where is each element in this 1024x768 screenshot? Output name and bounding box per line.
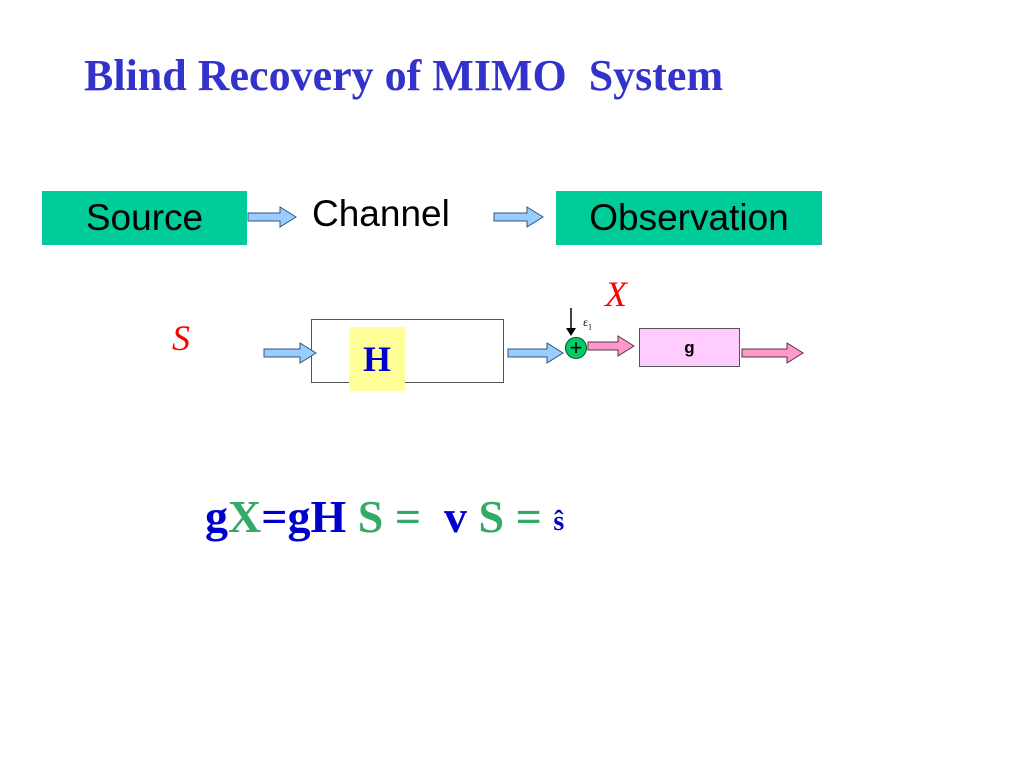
- noise-arrow-head: [566, 328, 576, 336]
- eq-equals-1: =: [261, 491, 288, 542]
- mixing-matrix-block: H: [349, 327, 405, 391]
- output-arrow: [741, 342, 804, 364]
- eq-g1: g: [205, 491, 228, 542]
- source-label: Source: [85, 197, 204, 238]
- input-arrow: [263, 342, 317, 364]
- sum-to-separator-arrow: [587, 335, 635, 357]
- noise-label: ε1: [583, 315, 592, 331]
- noise-symbol: ε: [583, 315, 589, 329]
- observation-signal-label: X: [605, 274, 627, 314]
- observation-box: Observation: [556, 191, 822, 245]
- channel-to-sum-arrow: [507, 342, 564, 364]
- eq-x: X: [228, 491, 262, 542]
- observation-label: Observation: [589, 197, 789, 238]
- eq-g2: g: [287, 491, 311, 542]
- separator-label: g: [684, 337, 695, 357]
- channel-to-observation-arrow: [493, 206, 544, 228]
- recovery-equation: gX=gH S = v S = ŝ: [205, 491, 565, 543]
- source-box: Source: [42, 191, 247, 245]
- input-signal-label: S: [172, 318, 190, 358]
- eq-s-equals-2: S =: [467, 491, 554, 542]
- separator-block: g: [639, 328, 740, 367]
- eq-s-hat: ŝ: [553, 506, 565, 537]
- mixing-matrix-label: H: [362, 339, 391, 379]
- channel-label: Channel: [312, 193, 450, 234]
- sum-symbol: +: [569, 335, 583, 360]
- eq-h: H: [310, 491, 347, 542]
- slide-title: Blind Recovery of MIMO System: [84, 51, 724, 100]
- channel-block: [311, 319, 504, 383]
- eq-s-equals-1: S =: [346, 491, 433, 542]
- eq-v: v: [432, 491, 468, 542]
- sum-node: +: [565, 337, 587, 359]
- source-to-channel-arrow: [247, 206, 297, 228]
- noise-index: 1: [588, 322, 593, 332]
